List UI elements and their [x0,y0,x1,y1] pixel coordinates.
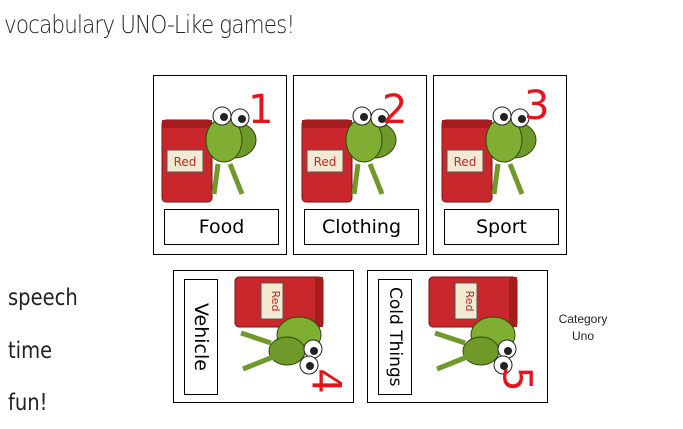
side-word-fun: fun! [8,390,48,416]
card-label: Food [164,209,279,245]
card-label: Vehicle [184,279,218,395]
category-line-1: Category [558,312,608,326]
bag-label: Red [269,291,282,312]
bag-label: Red [463,291,476,312]
uno-card-cold-things[interactable]: Cold Things Red 5 [367,270,548,403]
category-caption: Category Uno [553,311,613,345]
uno-card-food[interactable]: Red 1 Food [153,75,287,255]
side-word-time: time [8,338,53,364]
card-number: 4 [302,368,349,394]
card-number: 1 [248,87,274,133]
card-label: Clothing [304,209,419,245]
frog-bag-illustration: Red [234,276,324,375]
uno-card-clothing[interactable]: Red 2 Clothing [293,75,427,255]
card-number: 3 [524,83,550,129]
side-word-speech: speech [8,285,78,311]
frog-bag-illustration: Red [301,106,397,203]
bag-label: Red [454,155,477,169]
frog-bag-illustration: Red [161,106,257,203]
card-label: Cold Things [378,279,412,395]
frog-bag-illustration: Red [428,276,518,375]
uno-card-sport[interactable]: Red 3 Sport [433,75,567,255]
bag-label: Red [174,155,197,169]
uno-card-vehicle[interactable]: Vehicle Red 4 [173,270,354,403]
frog-bag-illustration: Red [441,106,537,203]
card-label: Sport [444,209,559,245]
page-title: vocabulary UNO-Like games! [4,10,295,39]
bag-label: Red [314,155,337,169]
category-line-2: Uno [571,329,594,343]
card-number: 2 [382,87,408,133]
card-number: 5 [493,366,540,392]
